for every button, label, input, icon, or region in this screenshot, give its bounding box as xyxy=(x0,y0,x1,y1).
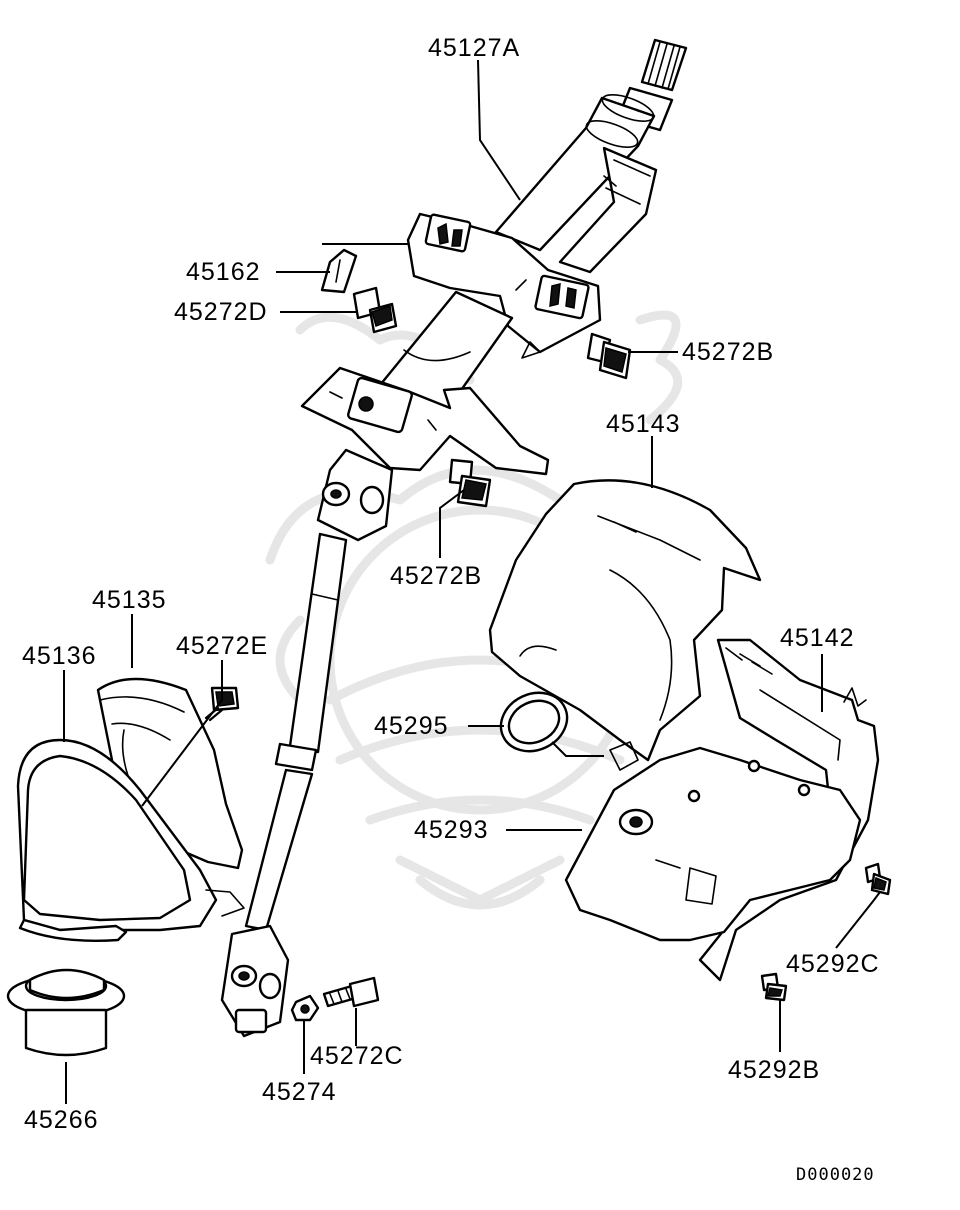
upper-column-cover-45143 xyxy=(488,479,762,762)
bolt-45272C xyxy=(322,976,380,1008)
label-45272B-mid: 45272B xyxy=(390,562,482,590)
label-45127A: 45127A xyxy=(428,34,520,62)
part-labels: 45127A 45162 45272D 45272B 45143 45272B … xyxy=(22,34,880,1185)
label-45142: 45142 xyxy=(780,624,855,652)
label-45292B: 45292B xyxy=(728,1056,820,1084)
boot-45136 xyxy=(16,738,245,942)
label-45274: 45274 xyxy=(262,1078,337,1106)
label-45272C: 45272C xyxy=(310,1042,404,1070)
diagram-code: D000020 xyxy=(796,1165,875,1185)
lower-column-cover-45142 xyxy=(698,638,880,982)
label-45272B-top: 45272B xyxy=(682,338,774,366)
nut-45274 xyxy=(290,994,320,1022)
label-45136: 45136 xyxy=(22,642,97,670)
label-45162: 45162 xyxy=(186,258,261,286)
label-45143: 45143 xyxy=(606,410,681,438)
lower-panel-45293 xyxy=(564,741,862,942)
label-45266: 45266 xyxy=(24,1106,99,1134)
label-45292C: 45292C xyxy=(786,950,880,978)
intermediate-shaft xyxy=(220,448,394,1038)
label-45135: 45135 xyxy=(92,586,167,614)
grommet-45266 xyxy=(6,968,126,1057)
leader-lines xyxy=(63,59,881,1104)
bolt-45272D xyxy=(352,286,398,334)
boot-45135 xyxy=(96,677,244,870)
label-45272E: 45272E xyxy=(176,632,268,660)
bolt-45272B-mid xyxy=(448,458,492,508)
screw-45292C xyxy=(864,862,892,896)
label-45272D: 45272D xyxy=(174,298,268,326)
label-45295: 45295 xyxy=(374,712,449,740)
ring-45295 xyxy=(499,691,569,753)
steering-column-assembly xyxy=(300,38,688,476)
bolt-45272B-top xyxy=(586,332,632,380)
label-45293: 45293 xyxy=(414,816,489,844)
bracket-45162 xyxy=(320,248,358,294)
screw-45292B xyxy=(760,972,788,1002)
